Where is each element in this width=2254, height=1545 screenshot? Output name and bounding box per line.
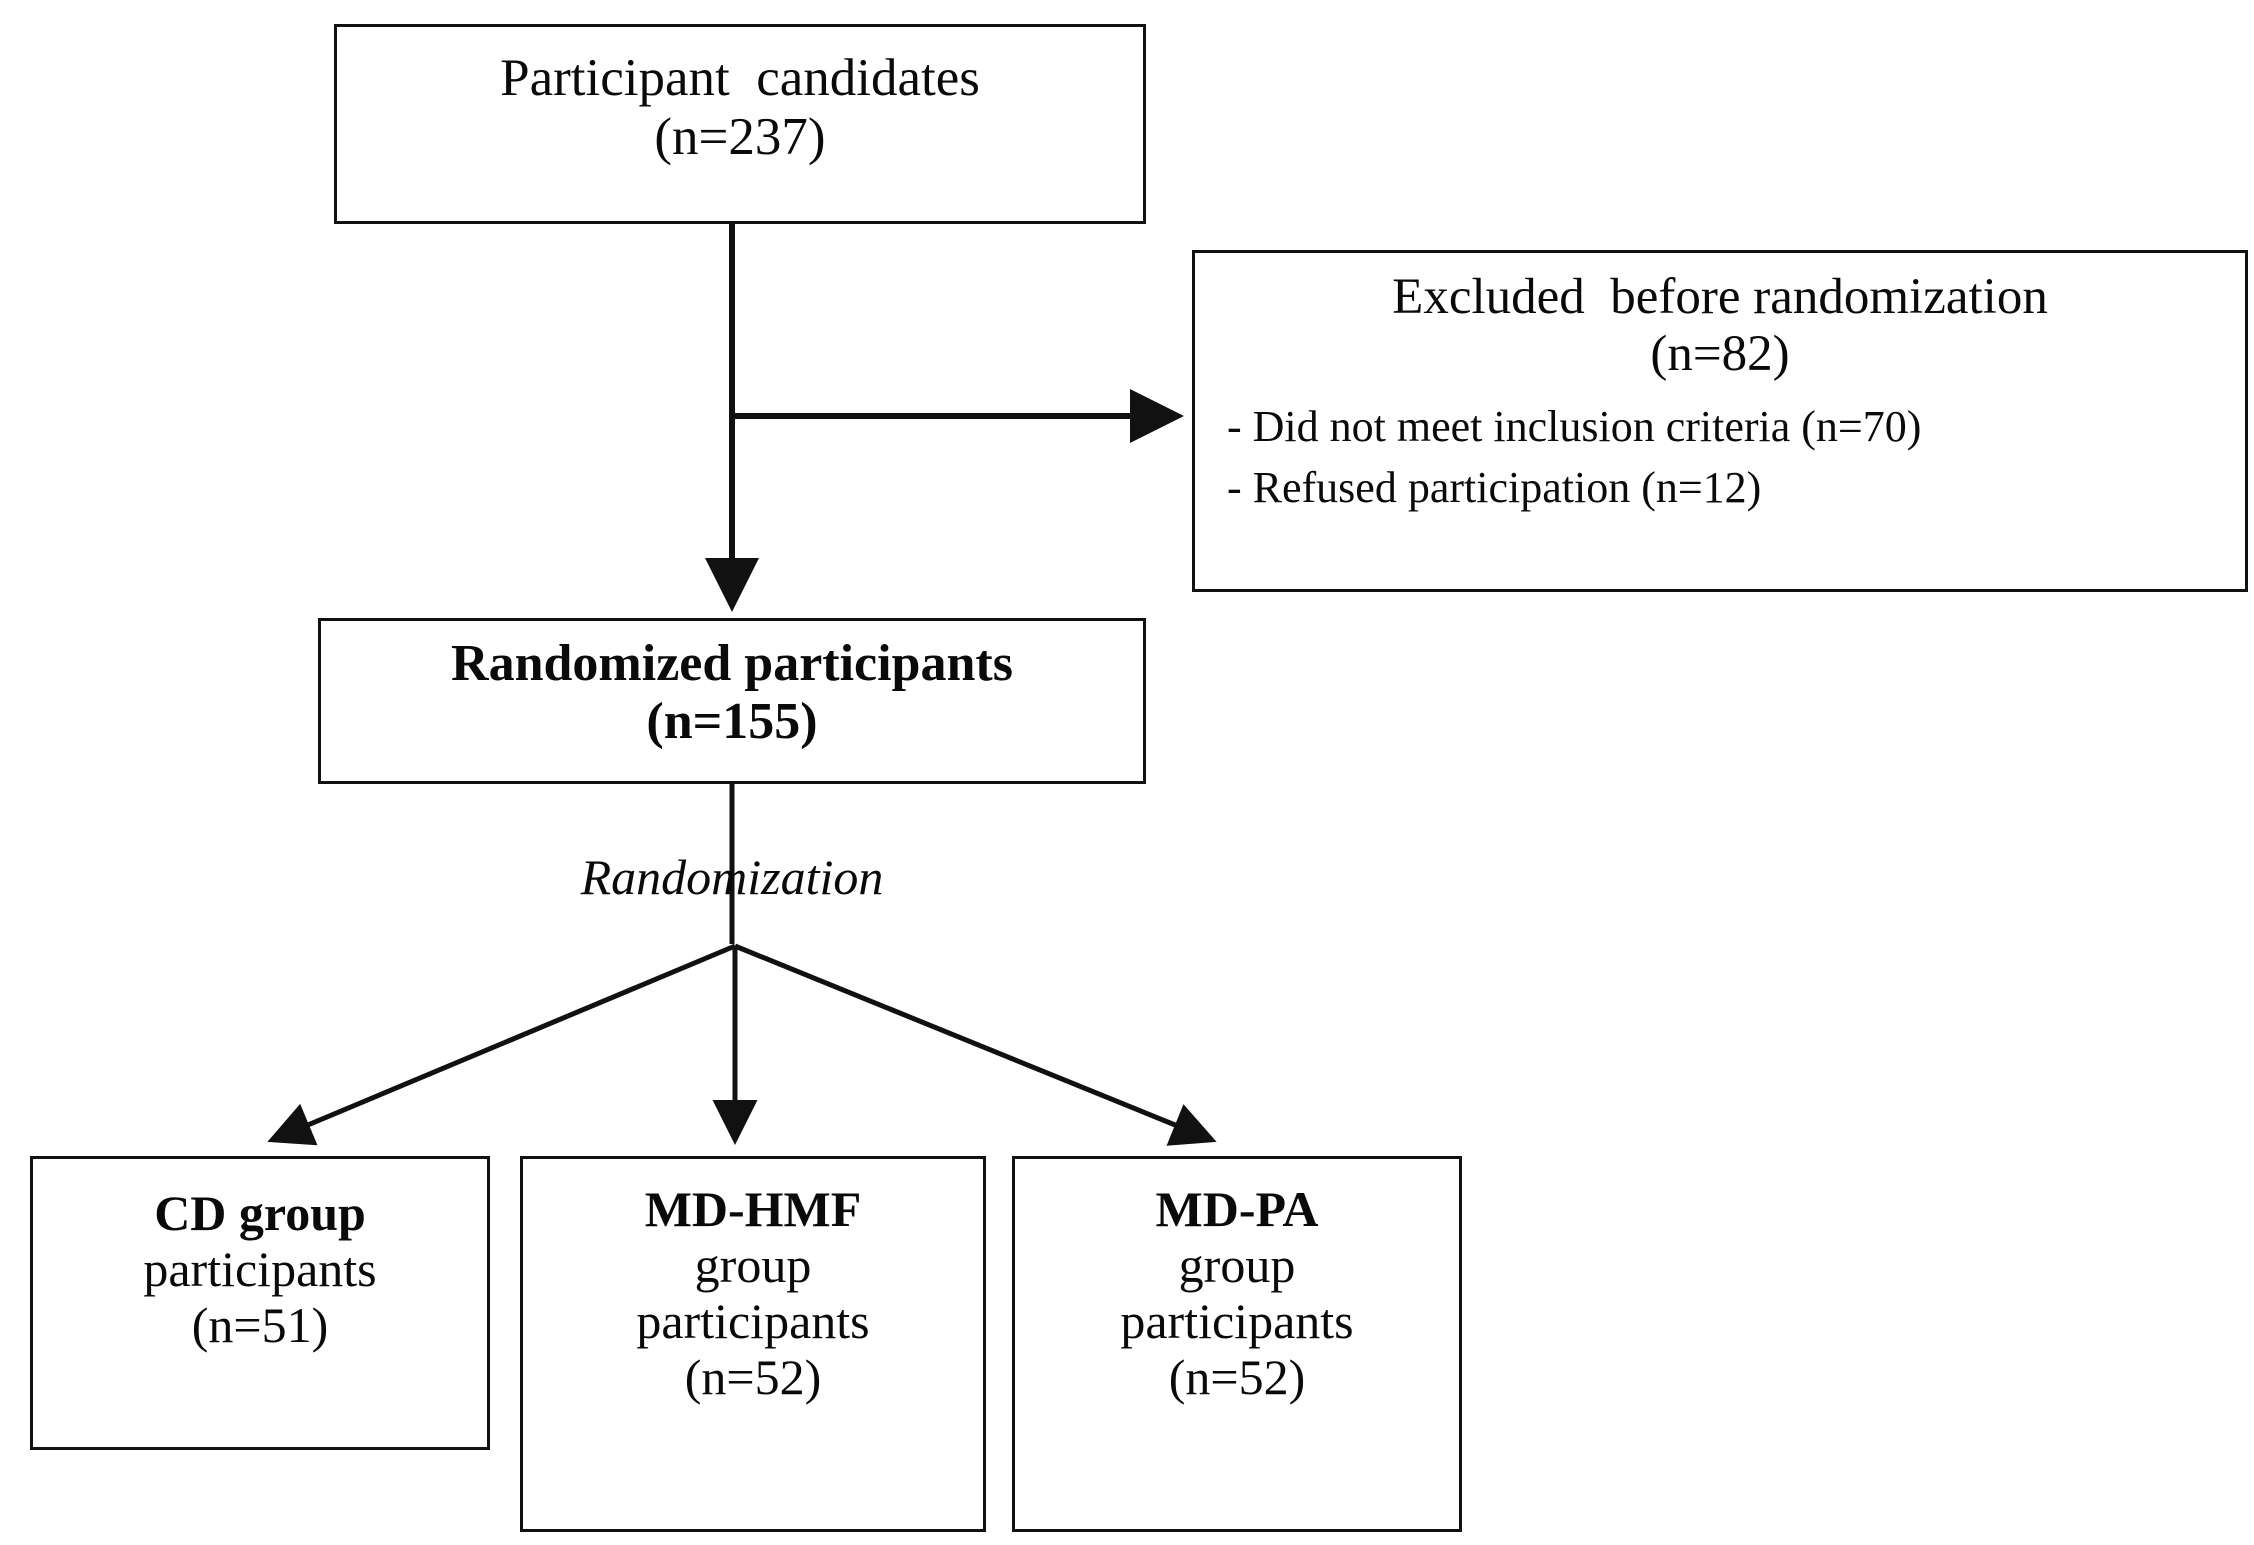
edge-fork-to-cd-group — [267, 943, 736, 1146]
excluded-title: Excluded before randomization — [1392, 269, 2048, 325]
mdpa-group-subtitle-group: group — [1178, 1237, 1296, 1293]
cd-group-count: (n=51) — [191, 1297, 329, 1353]
candidates-title: Participant candidates — [500, 49, 980, 107]
mdhmf-group-subtitle-group: group — [694, 1237, 812, 1293]
randomized-count: (n=155) — [646, 693, 818, 751]
excluded-reason-inclusion-criteria: - Did not meet inclusion criteria (n=70) — [1227, 402, 1922, 452]
mdhmf-group-title: MD-HMF — [644, 1181, 862, 1237]
randomization-label: Randomization — [580, 849, 884, 905]
node-mdhmf-group: MD-HMF group participants (n=52) — [520, 1156, 986, 1532]
cd-group-subtitle: participants — [143, 1241, 377, 1297]
excluded-reason-list: - Did not meet inclusion criteria (n=70)… — [1215, 397, 2225, 518]
excluded-reason-refused: - Refused participation (n=12) — [1227, 462, 1762, 512]
node-mdpa-group: MD-PA group participants (n=52) — [1012, 1156, 1462, 1532]
node-excluded-before-randomization: Excluded before randomization (n=82) - D… — [1192, 250, 2248, 592]
node-participant-candidates: Participant candidates (n=237) — [334, 24, 1146, 224]
mdhmf-group-count: (n=52) — [684, 1349, 822, 1405]
randomized-title: Randomized participants — [451, 635, 1013, 692]
mdhmf-group-subtitle-participants: participants — [636, 1293, 870, 1349]
node-cd-group: CD group participants (n=51) — [30, 1156, 490, 1450]
mdpa-group-count: (n=52) — [1168, 1349, 1306, 1405]
mdpa-group-title: MD-PA — [1155, 1181, 1319, 1237]
node-randomized-participants: Randomized participants (n=155) — [318, 618, 1146, 784]
candidates-count: (n=237) — [654, 108, 826, 167]
excluded-count: (n=82) — [1650, 326, 1790, 383]
edge-fork-to-mdpa-group — [734, 943, 1217, 1146]
mdpa-group-subtitle-participants: participants — [1120, 1293, 1354, 1349]
cd-group-title: CD group — [154, 1185, 366, 1241]
